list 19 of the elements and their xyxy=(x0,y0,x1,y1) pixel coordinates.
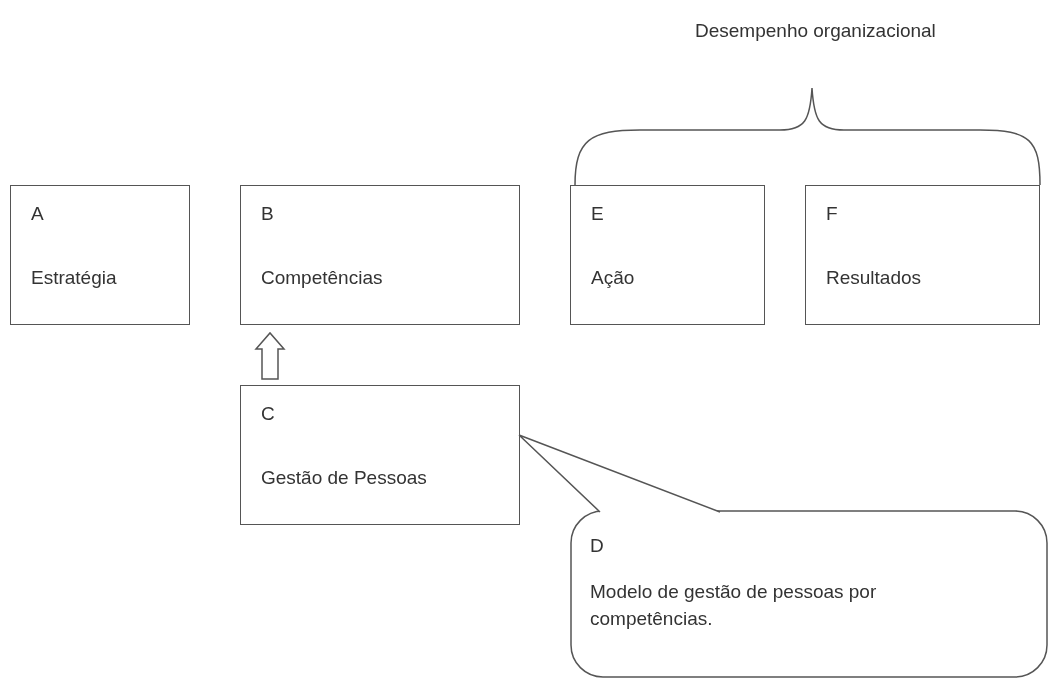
process-box xyxy=(10,185,190,325)
box-label: Competências xyxy=(261,265,384,290)
process-box xyxy=(240,185,520,325)
box-letter: A xyxy=(31,202,45,226)
box-letter: F xyxy=(826,202,839,226)
box-label: Estratégia xyxy=(31,265,118,290)
box-label: Gestão de Pessoas xyxy=(261,465,428,490)
box-label: Ação xyxy=(591,265,636,290)
block-arrow xyxy=(254,331,286,380)
box-letter: D xyxy=(590,534,605,558)
brace-label: Desempenho organizacional xyxy=(695,20,936,42)
box-label: Modelo de gestão de pessoas por competências. xyxy=(590,579,878,632)
box-label: Resultados xyxy=(826,265,923,290)
box-letter: B xyxy=(261,202,275,226)
process-box xyxy=(805,185,1040,325)
callout-tail xyxy=(518,434,721,513)
box-letter: E xyxy=(591,202,605,226)
process-box xyxy=(570,185,765,325)
box-letter: C xyxy=(261,402,276,426)
